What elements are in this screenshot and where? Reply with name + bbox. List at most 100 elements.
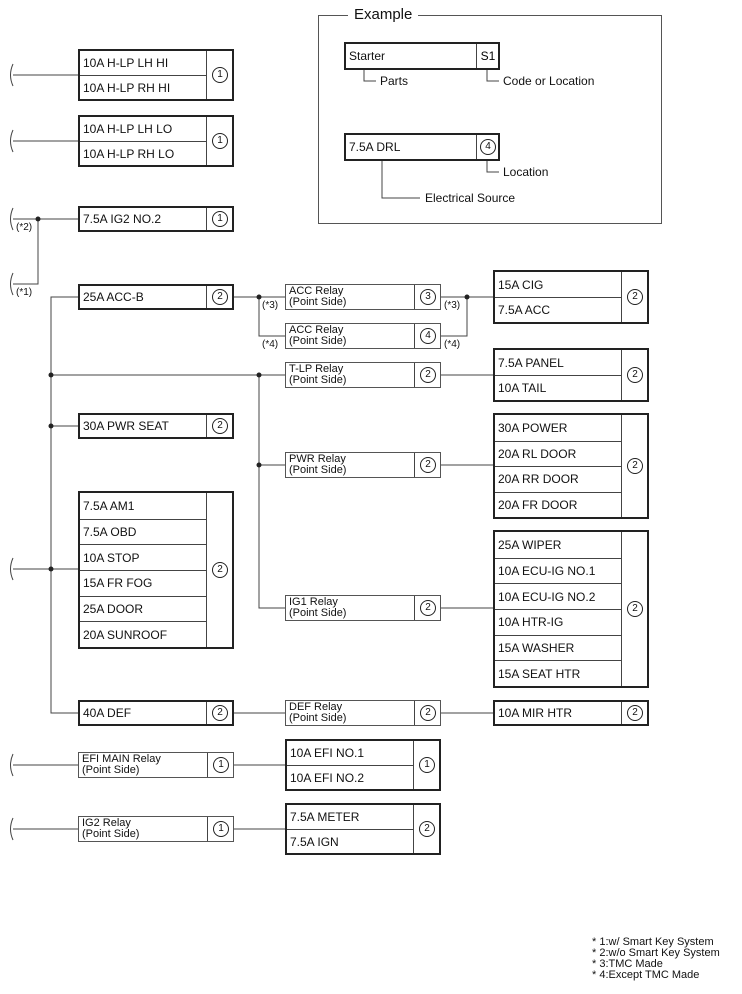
location-cell: 3 (414, 285, 441, 309)
relay-label-line2: (Point Side) (289, 464, 347, 476)
junction-dot (464, 294, 470, 300)
marker-note-2: (*2) (16, 222, 33, 233)
location-cell: 2 (413, 805, 440, 853)
junction-dot (35, 216, 41, 222)
example-drl-box: 7.5A DRL 4 (344, 133, 500, 161)
fuse-row: 10A STOP (80, 544, 206, 570)
location-circle: 1 (213, 757, 229, 773)
fuse-row: 10A EFI NO.1 (290, 746, 365, 760)
marker-note-4: (*4) (444, 339, 461, 350)
tlp-relay: T-LP Relay(Point Side)2 (285, 362, 441, 388)
fuse-row: 15A CIG (498, 277, 544, 292)
location-circle: 2 (627, 289, 643, 305)
fuse-row: 40A DEF (83, 706, 132, 720)
fuse-row: 20A RL DOOR (495, 440, 621, 467)
location-cell: 1 (206, 51, 233, 99)
acc-relay-3: ACC Relay(Point Side)3 (285, 284, 441, 310)
fuse-row: 7.5A AM1 (83, 498, 135, 513)
source-squiggle (10, 207, 14, 231)
location-circle: 4 (420, 328, 436, 344)
relay-label: ACC Relay(Point Side) (286, 324, 414, 348)
location-cell: 1 (207, 753, 234, 777)
location-circle: 2 (212, 705, 228, 721)
relay-label-line1: ACC Relay (289, 285, 344, 297)
location-cell: 1 (413, 741, 440, 789)
location-circle: 1 (419, 757, 435, 773)
location-cell: 2 (206, 286, 233, 308)
fuse-row: 30A PWR SEAT (83, 419, 169, 433)
location-circle: 4 (480, 139, 496, 155)
example-drl-label: 7.5A DRL (349, 140, 401, 154)
relay-label-line1: IG1 Relay (289, 596, 338, 608)
location-cell: 2 (206, 702, 233, 724)
location-cell: 2 (206, 415, 233, 437)
ig1-relay: IG1 Relay(Point Side) 2 (285, 595, 441, 621)
relay-label: DEF Relay(Point Side) (286, 701, 414, 725)
location-cell: 2 (206, 493, 233, 647)
relay-label-line1: DEF Relay (289, 701, 343, 713)
legend-parts: Parts (380, 74, 409, 88)
fuse-row: 10A H-LP RH LO (80, 141, 206, 165)
fuse-row: 10A ECU-IG NO.1 (495, 557, 621, 584)
location-circle: 2 (627, 601, 643, 617)
location-cell: 1 (206, 208, 233, 230)
relay-label: PWR Relay(Point Side) (286, 453, 414, 477)
pwr-relay: PWR Relay(Point Side) 2 (285, 452, 441, 478)
location-cell: 2 (621, 350, 648, 400)
relay-label: IG1 Relay(Point Side) (286, 596, 414, 620)
location-cell: 1 (206, 117, 233, 165)
location-cell: 1 (207, 817, 234, 841)
junction-dot (48, 372, 54, 378)
junction-dot (48, 423, 54, 429)
location-circle: 1 (213, 821, 229, 837)
example-title: Example (348, 6, 419, 23)
location-circle: 1 (212, 211, 228, 227)
location-circle: 2 (419, 821, 435, 837)
fuse-row: 7.5A ACC (495, 297, 621, 322)
fuse-row: 7.5A IGN (287, 829, 413, 853)
legend-electrical-source: Electrical Source (425, 191, 516, 205)
efi-main-relay: EFI MAIN Relay(Point Side) 1 (78, 752, 234, 778)
relay-label-line2: (Point Side) (289, 374, 347, 386)
fuse-row: 20A SUNROOF (80, 621, 206, 647)
fuse-row: 20A FR DOOR (495, 491, 621, 518)
marker-note-3: (*3) (444, 300, 461, 311)
marker-note-3: (*3) (262, 300, 279, 311)
location-circle: 2 (627, 705, 643, 721)
location-cell: 2 (414, 596, 441, 620)
footnote: * 2:w/o Smart Key System (592, 947, 720, 959)
example-code-text: S1 (480, 49, 496, 63)
junction-dot (48, 566, 54, 572)
location-cell: 2 (414, 363, 441, 387)
fuse-row: 10A MIR HTR (498, 706, 573, 720)
location-cell: 2 (621, 272, 648, 322)
junction-dot (256, 462, 262, 468)
junction-dot (256, 372, 262, 378)
location-circle: 2 (212, 289, 228, 305)
example-location-cell: 4 (476, 135, 499, 159)
acc-relay-4: ACC Relay(Point Side) 4 (285, 323, 441, 349)
pwr-seat-fuse-box: 30A PWR SEAT 2 (78, 413, 234, 439)
location-circle: 2 (420, 600, 436, 616)
location-cell: 2 (414, 453, 441, 477)
location-circle: 1 (212, 133, 228, 149)
ig2-no2-fuse-box: 7.5A IG2 NO.2 1 (78, 206, 234, 232)
relay-label: EFI MAIN Relay(Point Side) (79, 753, 207, 777)
source-squiggle (10, 557, 14, 581)
fuse-row: 10A H-LP LH LO (83, 122, 173, 136)
fuse-row: 7.5A IG2 NO.2 (83, 212, 162, 226)
relay-label-line2: (Point Side) (82, 828, 140, 840)
fuse-row: 10A ECU-IG NO.2 (495, 583, 621, 609)
location-circle: 2 (420, 457, 436, 473)
fuse-row: 10A EFI NO.2 (287, 765, 413, 789)
relay-label-line1: PWR Relay (289, 453, 346, 465)
source-squiggle (10, 63, 14, 87)
fuse-row: 7.5A METER (290, 810, 360, 824)
fuse-row: 10A H-LP RH HI (80, 75, 206, 99)
location-circle: 2 (212, 562, 228, 578)
